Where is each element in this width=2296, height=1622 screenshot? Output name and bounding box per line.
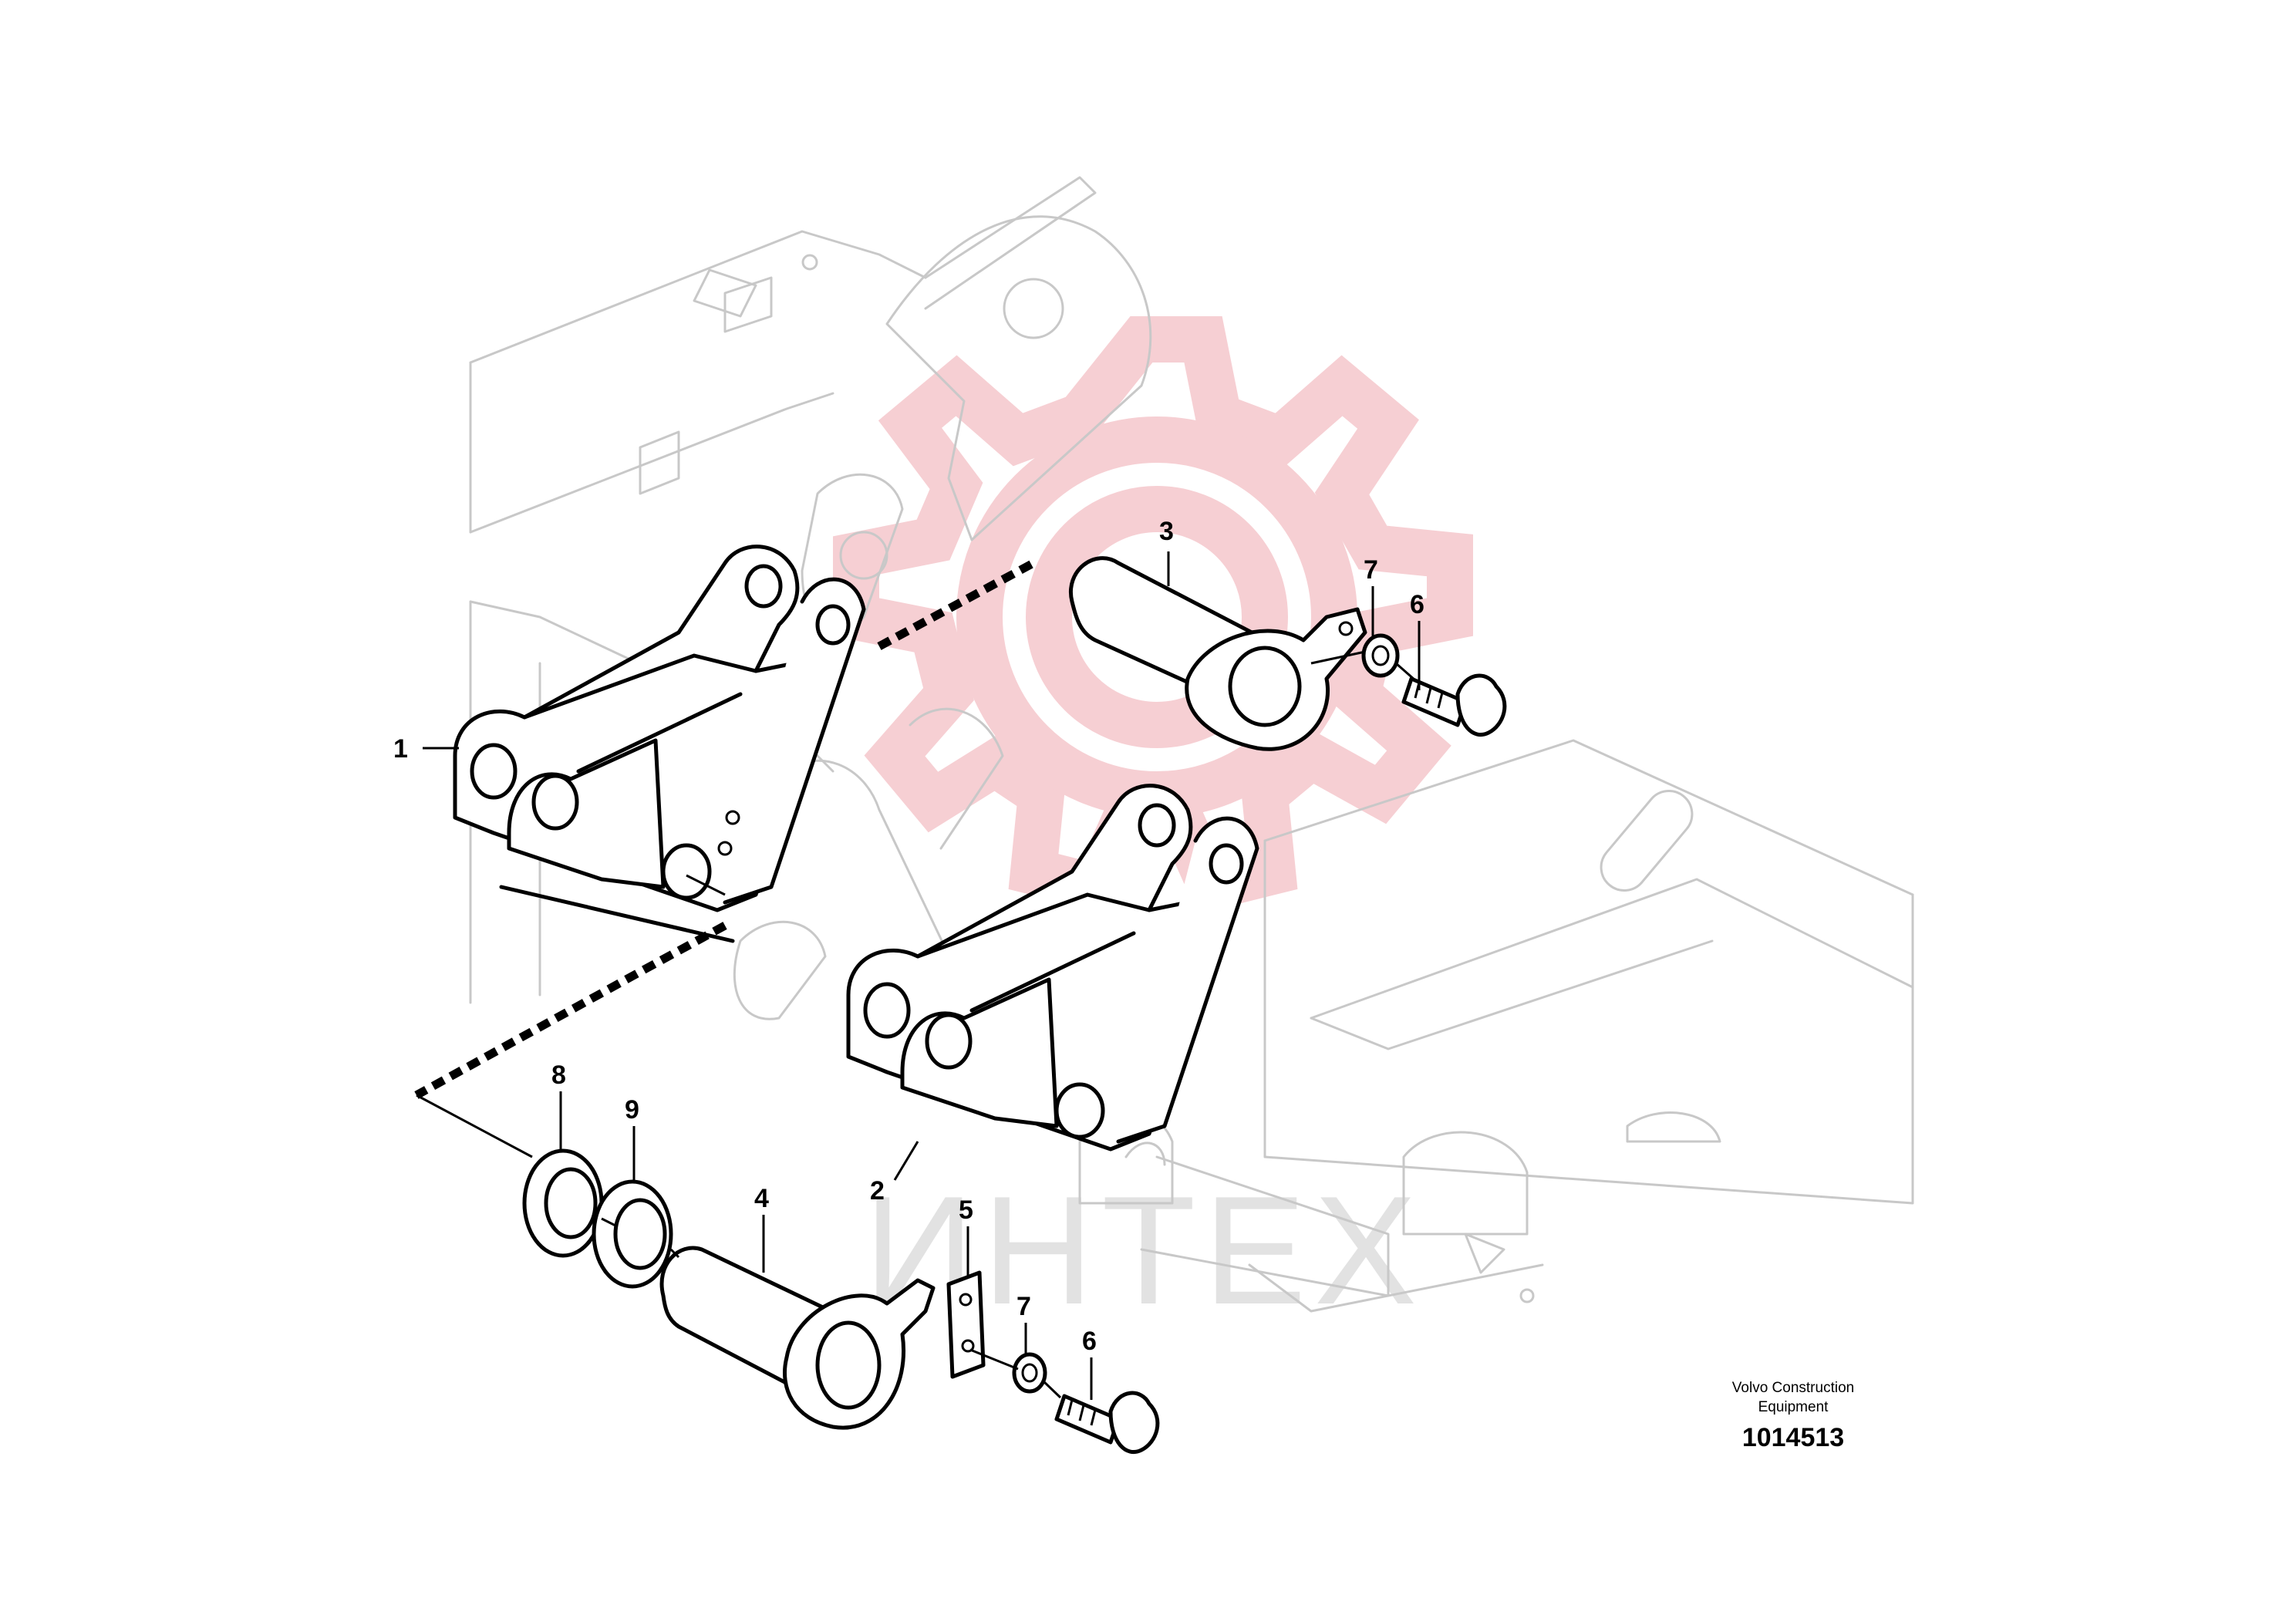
caption-line-2: Equipment	[1758, 1399, 1829, 1415]
callout-3: 3	[1159, 517, 1174, 546]
pin-part-4	[659, 1246, 936, 1430]
callout-1: 1	[393, 734, 408, 764]
callout-4: 4	[754, 1184, 769, 1213]
drawing-number: 1014513	[1742, 1423, 1844, 1452]
washer-part-7-upper	[1361, 633, 1400, 678]
callout-7-upper: 7	[1364, 555, 1378, 585]
bolt-part-6-lower	[1054, 1391, 1160, 1454]
caption-block: Volvo Construction Equipment 1014513	[1732, 1380, 1854, 1452]
background-frame	[469, 176, 1914, 1313]
ring-part-8	[522, 1148, 604, 1258]
bracket-part-2	[846, 784, 1259, 1152]
assembly-lines	[414, 559, 1416, 1399]
washer-part-7-lower	[1012, 1352, 1047, 1394]
bracket-part-1	[453, 545, 866, 943]
callout-leaders	[423, 551, 1421, 1400]
caption-line-1: Volvo Construction	[1732, 1380, 1854, 1396]
callout-6-lower: 6	[1082, 1327, 1097, 1356]
callout-2: 2	[870, 1176, 885, 1206]
callout-7-lower: 7	[1017, 1292, 1031, 1321]
pin-part-3	[1069, 556, 1367, 751]
callout-8: 8	[551, 1061, 566, 1090]
callout-5: 5	[959, 1195, 973, 1225]
callout-6-upper: 6	[1410, 590, 1424, 619]
lock-plate-part-5	[946, 1270, 986, 1379]
callout-9: 9	[625, 1095, 639, 1125]
ring-part-9	[592, 1179, 673, 1289]
